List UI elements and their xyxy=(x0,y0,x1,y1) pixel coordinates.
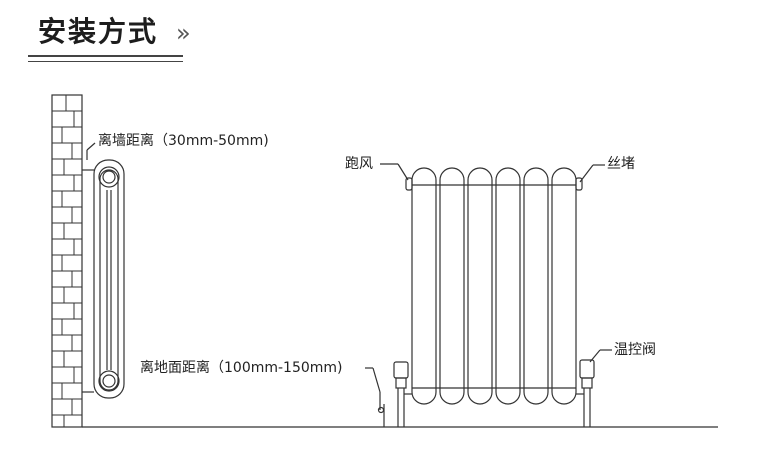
brick-wall xyxy=(51,94,83,428)
floor-distance-label: 离地面距离（100mm-150mm) xyxy=(140,360,343,376)
left-valve xyxy=(393,361,412,427)
floor-distance-leader xyxy=(365,367,385,427)
air-vent-label: 跑风 xyxy=(345,156,373,172)
right-valve xyxy=(576,359,595,427)
front-radiator xyxy=(405,167,583,405)
plug-label: 丝堵 xyxy=(607,156,635,172)
title-underline xyxy=(28,55,183,62)
side-radiator xyxy=(82,142,125,399)
section-title: 安装方式 » xyxy=(38,10,191,50)
double-chevron-icon: » xyxy=(176,19,191,47)
thermo-valve-label: 温控阀 xyxy=(614,342,656,358)
wall-distance-label: 离墙距离（30mm-50mm) xyxy=(98,133,269,149)
page-title: 安装方式 xyxy=(38,15,159,48)
